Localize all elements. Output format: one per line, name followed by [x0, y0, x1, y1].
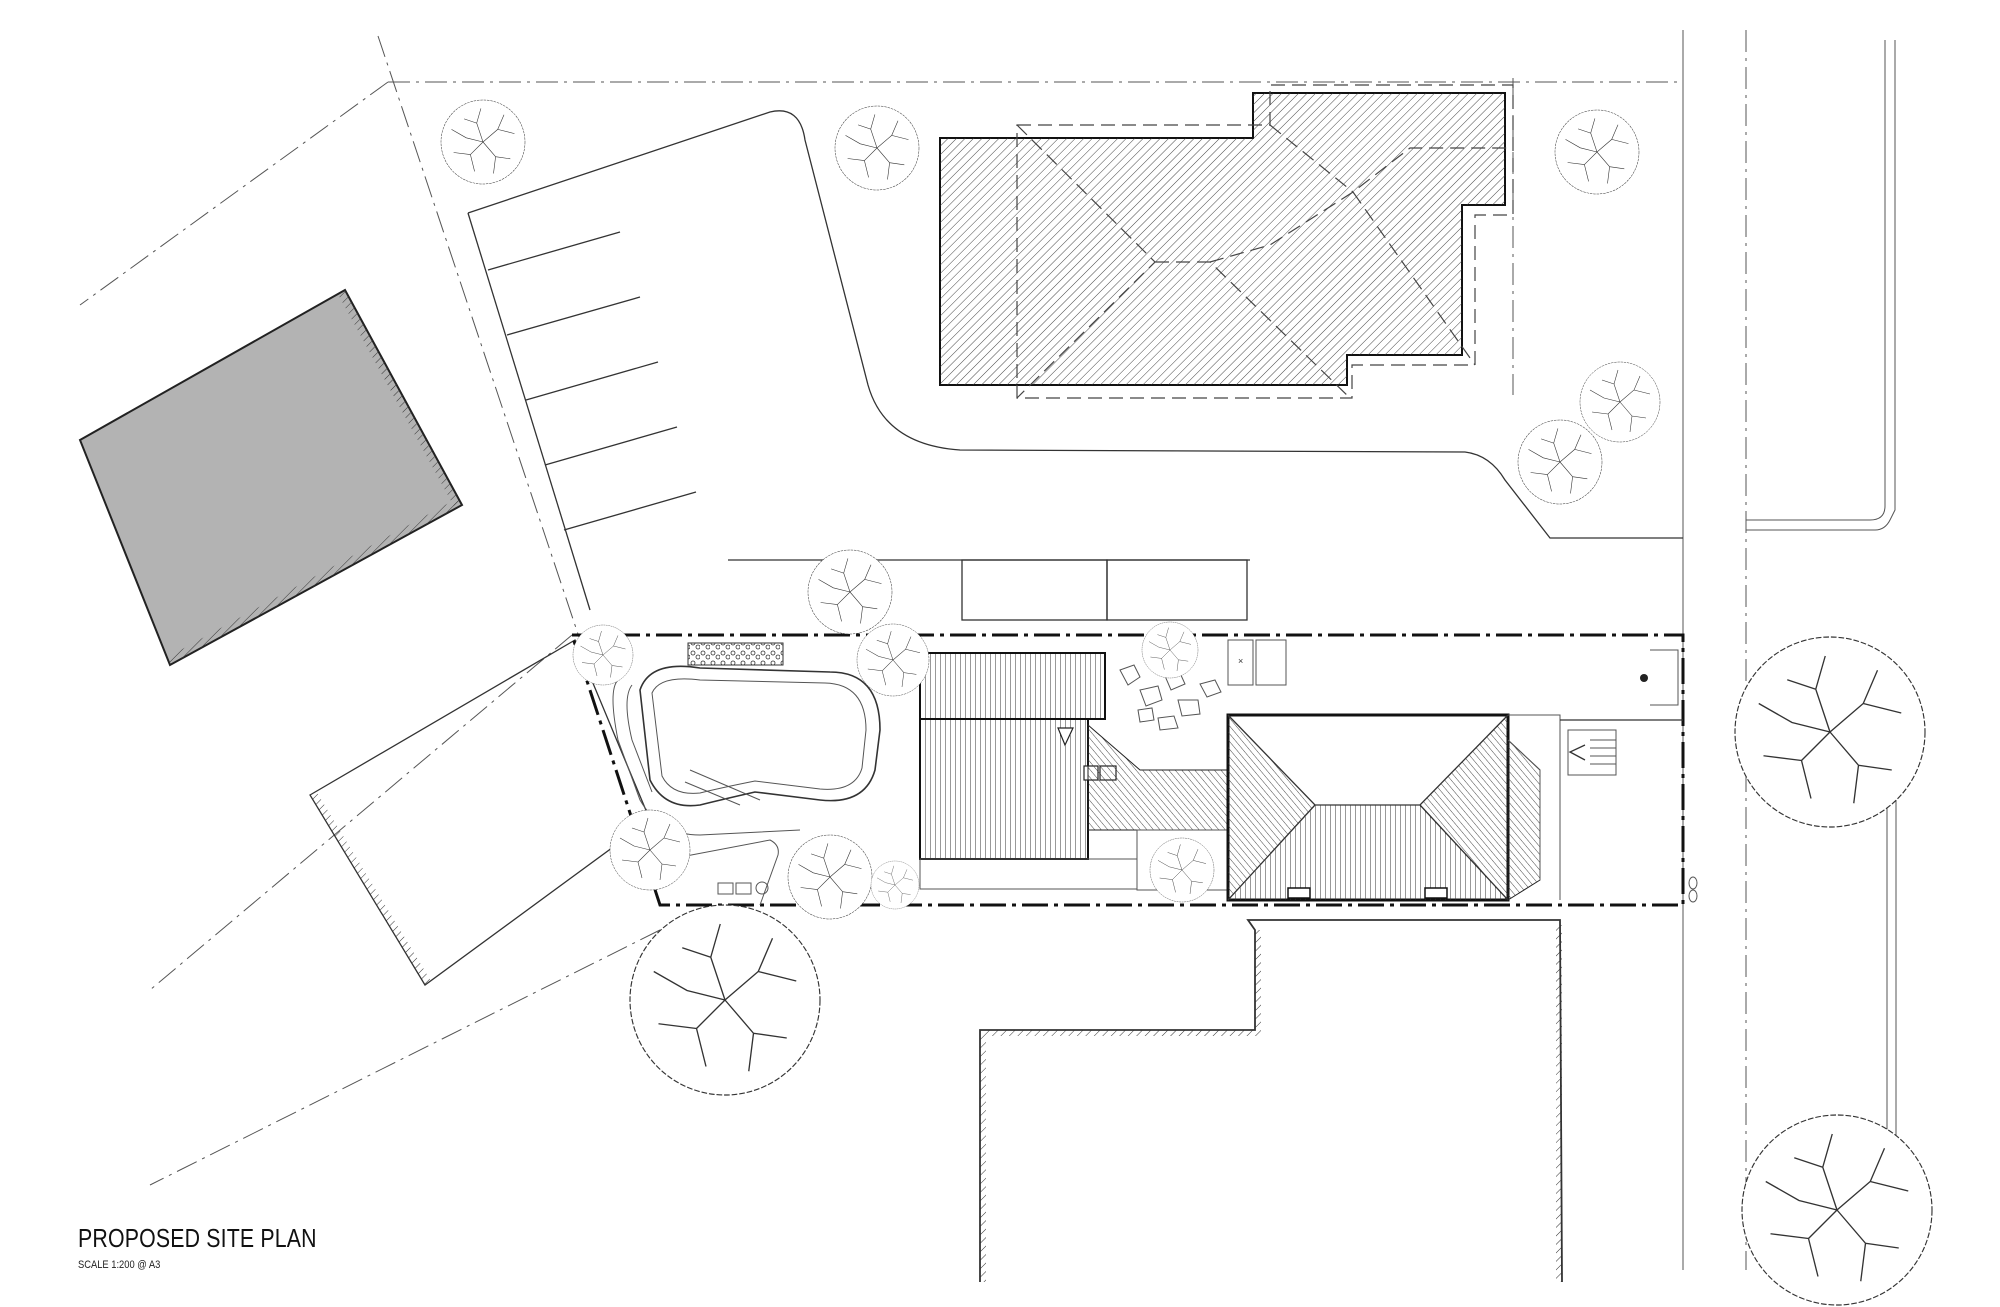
- tree-canopy: [807, 549, 893, 635]
- tree-canopy: [1149, 837, 1215, 903]
- subject-house-rear: [919, 652, 1231, 891]
- neighbour-building-shaded: [78, 288, 464, 667]
- tree-canopy: [1517, 419, 1603, 505]
- tree-canopy: [609, 809, 691, 891]
- neighbour-building-top: [939, 84, 1514, 399]
- subject-house-main-roof: [1226, 713, 1683, 902]
- tree-canopy: [787, 834, 873, 920]
- tree-canopy: [1141, 621, 1199, 679]
- tree-canopy: [870, 860, 920, 910]
- neighbour-boundaries: [79, 35, 1682, 1186]
- swimming-pool: [612, 642, 881, 836]
- tree-canopy: [1579, 361, 1661, 443]
- tree-canopy: [572, 624, 634, 686]
- paving-stones: ×: [664, 639, 1698, 906]
- svg-text:×: ×: [1238, 656, 1243, 666]
- drawing-title-block: PROPOSED SITE PLAN SCALE 1:200 @ A3: [78, 1223, 369, 1271]
- tree-canopy: [856, 623, 930, 697]
- tree-canopy: [629, 904, 821, 1096]
- tree-canopy: [834, 105, 920, 191]
- drawing-scale: SCALE 1:200 @ A3: [78, 1259, 161, 1271]
- drawing-title: PROPOSED SITE PLAN: [78, 1223, 317, 1253]
- tree-canopy: [1734, 636, 1926, 828]
- tree-canopy: [1554, 109, 1640, 195]
- tree-canopy: [440, 99, 526, 185]
- car-park: [467, 110, 1683, 621]
- tree-canopy: [1741, 1114, 1933, 1306]
- neighbour-building-lower-right: [979, 919, 1563, 1283]
